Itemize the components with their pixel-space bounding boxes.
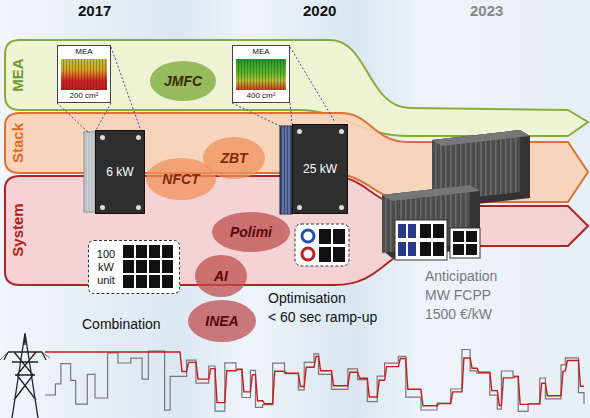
system-unit: 100 kW unit	[88, 240, 180, 294]
bolt	[100, 135, 105, 140]
phase-note: < 60 sec ramp-up	[268, 309, 377, 325]
card-title: MEA	[252, 47, 269, 57]
mea-stripes	[236, 59, 286, 90]
year-label: 2020	[303, 2, 336, 19]
stack-power: 25 kW	[303, 162, 337, 176]
bolt	[339, 205, 344, 210]
mea-card: MEA 200 cm²	[57, 45, 111, 103]
phase-label: Optimisation	[268, 290, 346, 306]
card-title: MEA	[75, 47, 92, 57]
partner-oval: Polimi	[212, 212, 290, 252]
mea-card: MEA 400 cm²	[232, 45, 290, 103]
phase-note: MW FCPP	[425, 287, 491, 303]
card-area: 200 cm²	[70, 91, 99, 101]
partner-name: AI	[214, 268, 228, 284]
partner-name: ZBT	[220, 150, 247, 166]
partner-name: JMFC	[164, 73, 202, 89]
phase-note: 1500 €/kW	[425, 306, 492, 322]
partner-name: Polimi	[230, 224, 272, 240]
response-signal	[45, 352, 584, 406]
stack-power: 6 kW	[106, 165, 133, 179]
logo-unit	[295, 224, 349, 266]
bolt	[136, 205, 141, 210]
band-label: System	[9, 203, 26, 256]
stack-block: 6 kW	[95, 130, 145, 214]
bolt	[297, 129, 302, 134]
load-signal	[45, 350, 584, 412]
partner-name: INEA	[205, 313, 238, 329]
year-label: 2017	[78, 2, 111, 19]
partner-oval: ZBT	[203, 137, 265, 179]
partner-name: NFCT	[162, 171, 199, 187]
stack-block: 25 kW	[292, 124, 348, 214]
phase-label: Anticipation	[425, 268, 497, 284]
year-label: 2023	[470, 2, 503, 19]
pylon	[0, 333, 50, 418]
card-area: 400 cm²	[247, 91, 276, 101]
partner-oval: AI	[195, 255, 247, 297]
partner-oval: JMFC	[150, 61, 216, 101]
unit-label: 100 kW unit	[93, 248, 119, 287]
phase-label: Combination	[82, 316, 161, 332]
module-grid	[123, 245, 175, 289]
bolt	[339, 129, 344, 134]
mea-stripes	[61, 59, 107, 90]
bolt	[136, 135, 141, 140]
band-label: Stack	[9, 123, 26, 163]
bolt	[297, 205, 302, 210]
partner-oval: INEA	[188, 300, 256, 342]
bolt	[100, 205, 105, 210]
band-label: MEA	[9, 58, 26, 91]
